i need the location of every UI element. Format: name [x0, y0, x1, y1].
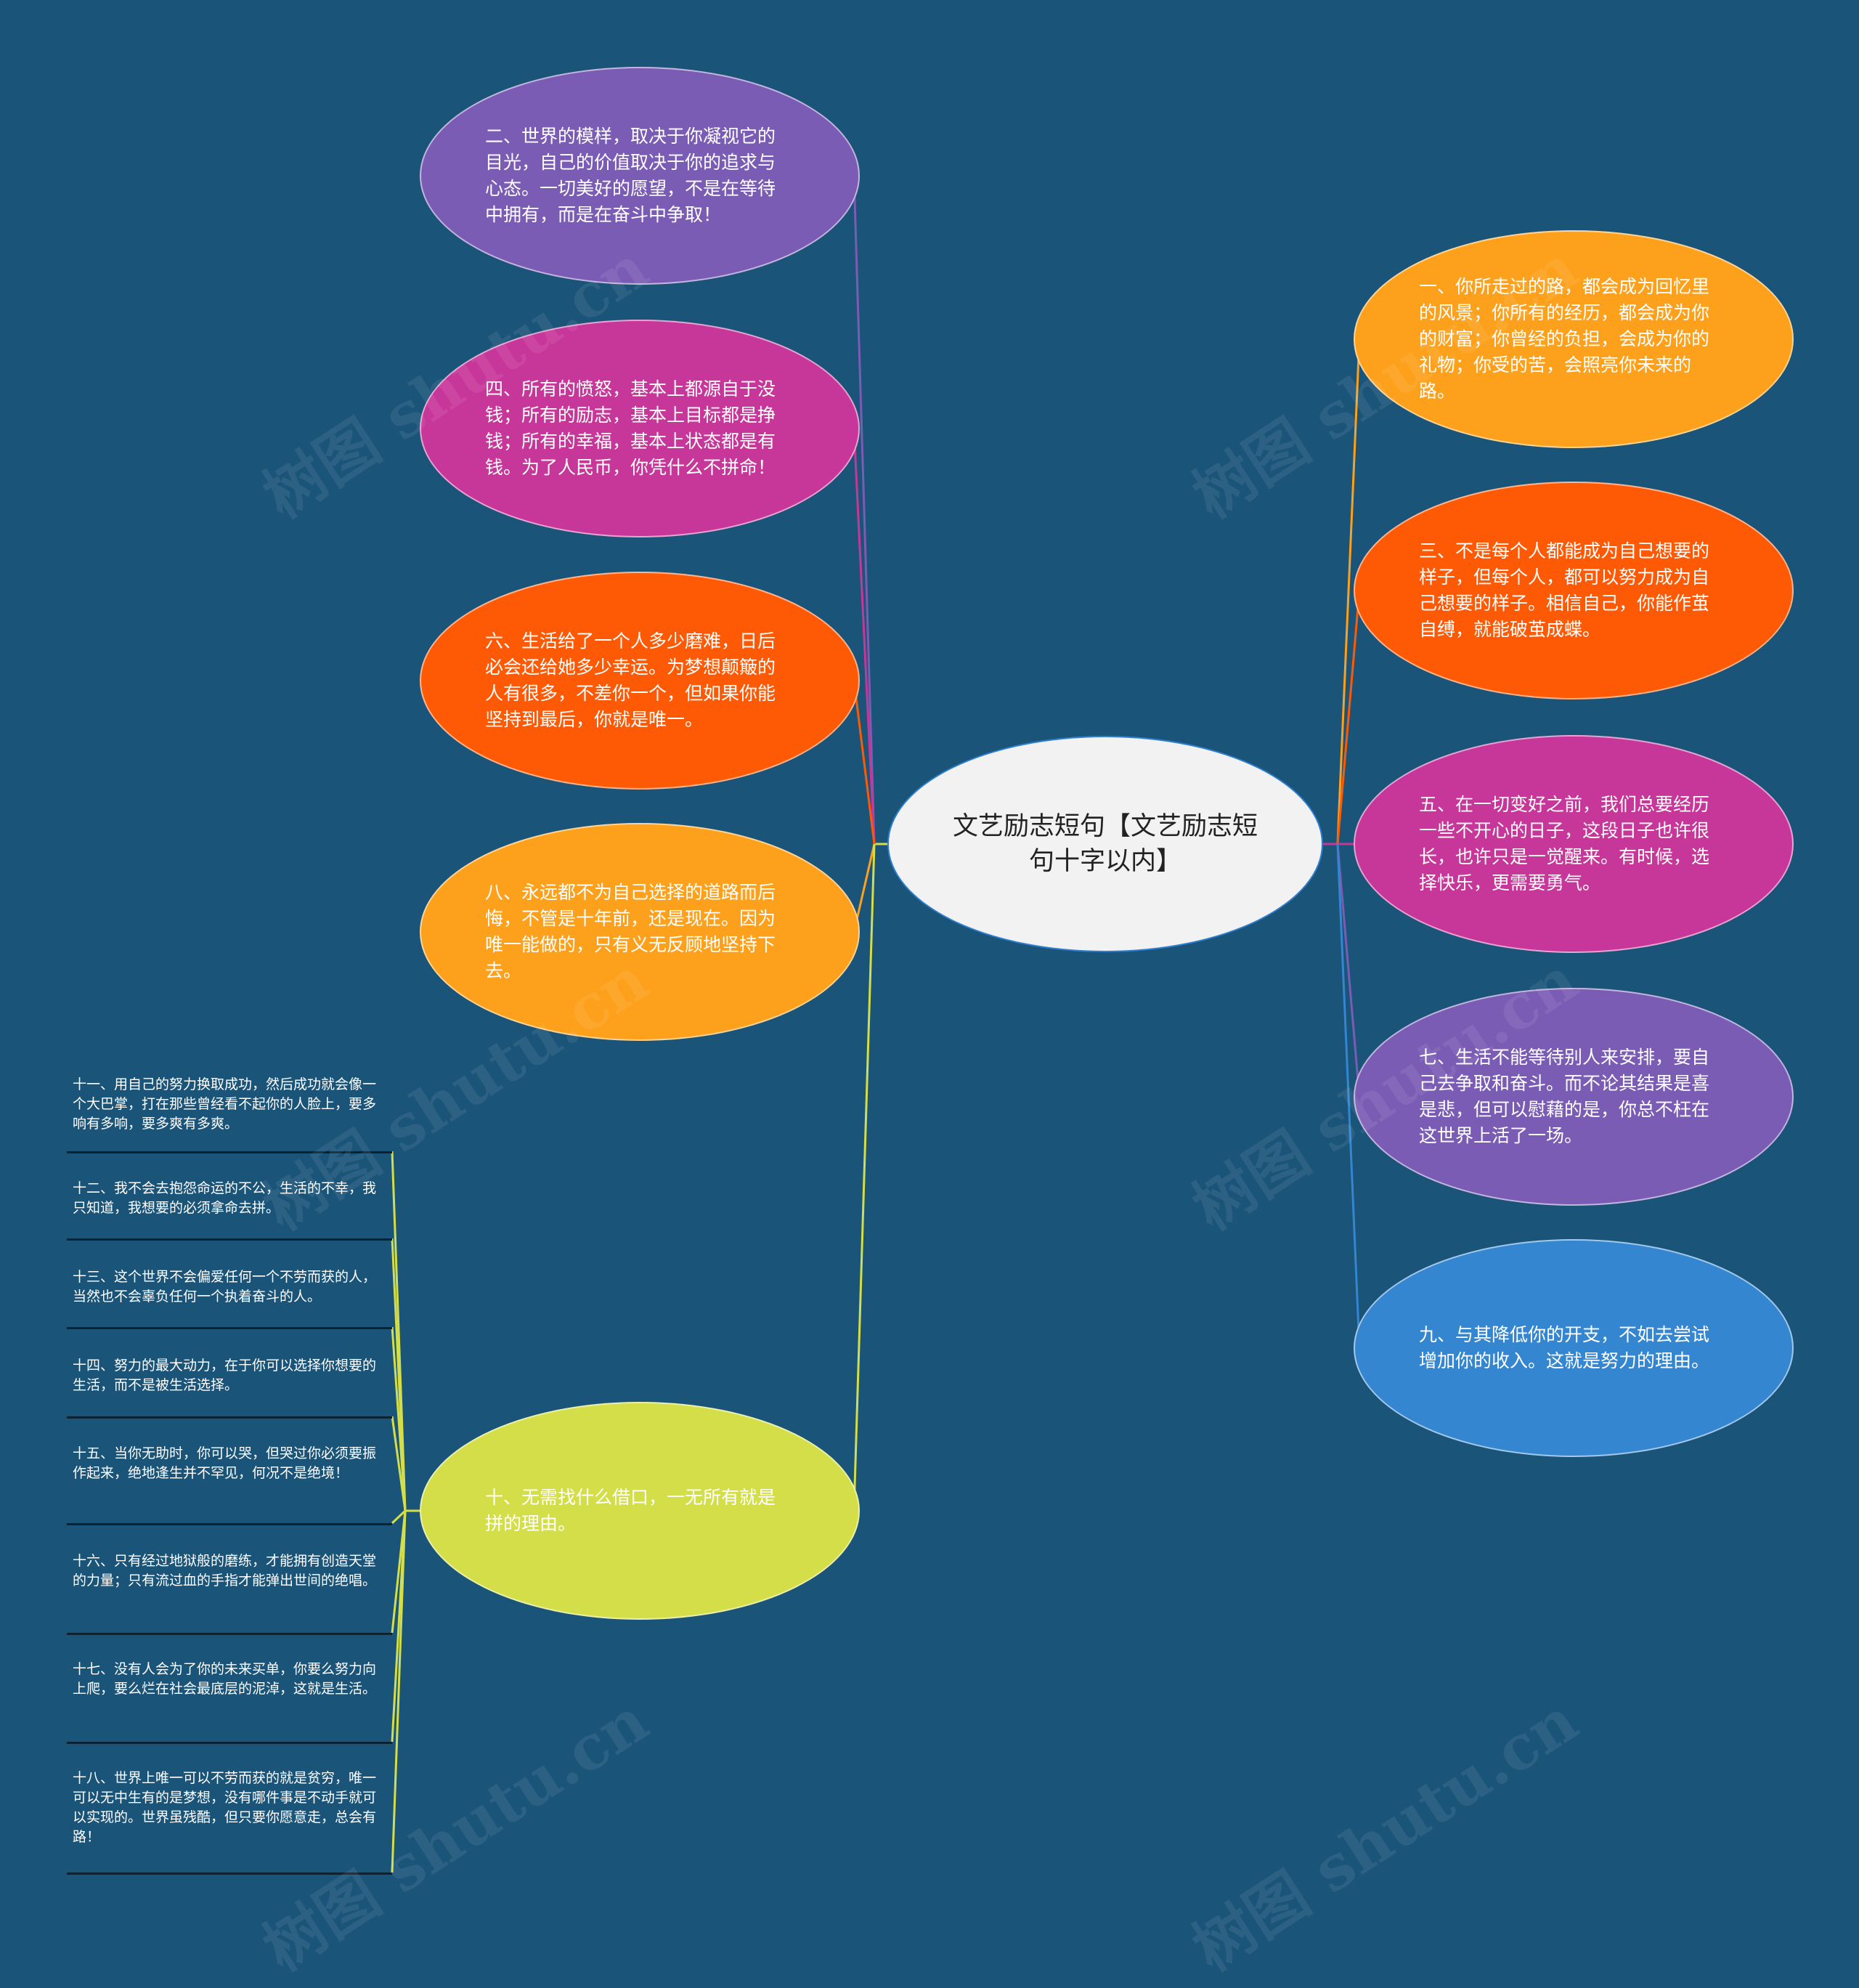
right-branch-text: 九、与其降低你的开支，不如去尝试增加你的收入。这就是努力的理由。	[1419, 1325, 1710, 1371]
leaf-underline	[67, 1523, 392, 1525]
leaf-underline	[67, 1873, 392, 1875]
mindmap-canvas: 文艺励志短句【文艺励志短句十字以内】 二、世界的模样，取决于你凝视它的目光，自己…	[67, 67, 1794, 1985]
right-branch-text: 三、不是每个人都能成为自己想要的样子，但每个人，都可以努力成为自己想要的样子。相…	[1419, 541, 1710, 640]
connector-line	[1336, 843, 1361, 1098]
left-branch-text: 四、所有的愤怒，基本上都源自于没钱；所有的励志，基本上目标都是挣钱；所有的幸福，…	[485, 379, 776, 478]
connector-line	[853, 843, 876, 1512]
connector-line	[391, 1326, 407, 1512]
connector-line	[853, 428, 876, 845]
leaf-item[interactable]: 十三、这个世界不会偏爱任何一个不劳而获的人，当然也不会辜负任何一个执着奋斗的人。	[73, 1270, 377, 1305]
leaf-underline	[67, 1151, 392, 1153]
connector-line	[391, 1416, 407, 1512]
leaf-item[interactable]: 十四、努力的最大动力，在于你可以选择你想要的生活，而不是被生活选择。	[73, 1358, 377, 1393]
left-branch-node[interactable]: 六、生活给了一个人多少磨难，日后必会还给她多少幸运。为梦想颠簸的人有很多，不差你…	[420, 572, 860, 790]
leaf-underline	[67, 1633, 392, 1635]
connector-line	[1336, 590, 1361, 845]
right-branch-text: 七、生活不能等待别人来安排，要自己去争取和奋斗。而不论其结果是喜是悲，但可以慰藉…	[1419, 1047, 1710, 1146]
right-branch-node[interactable]: 九、与其降低你的开支，不如去尝试增加你的收入。这就是努力的理由。	[1354, 1239, 1794, 1457]
central-topic-label: 文艺励志短句【文艺励志短句十字以内】	[952, 812, 1258, 875]
right-branch-text: 五、在一切变好之前，我们总要经历一些不开心的日子，这段日子也许很长，也许只是一觉…	[1419, 795, 1710, 893]
leaf-underline	[67, 1742, 392, 1744]
leaf-item[interactable]: 十五、当你无助时，你可以哭，但哭过你必须要振作起来，绝地逢生并不罕见，何况不是绝…	[73, 1446, 377, 1481]
leaf-underline	[67, 1416, 392, 1419]
connector-line	[1336, 338, 1361, 845]
leaf-underline	[67, 1327, 392, 1329]
connector-lines	[391, 175, 1361, 1873]
left-branch-node[interactable]: 十、无需找什么借口，一无所有就是拼的理由。	[420, 1402, 860, 1620]
left-branch-text: 十、无需找什么借口，一无所有就是拼的理由。	[485, 1488, 776, 1534]
left-branch-text: 二、世界的模样，取决于你凝视它的目光，自己的价值取决于你的追求与心态。一切美好的…	[485, 126, 776, 225]
central-topic[interactable]: 文艺励志短句【文艺励志短句十字以内】	[887, 736, 1323, 952]
left-branch-node[interactable]: 二、世界的模样，取决于你凝视它的目光，自己的价值取决于你的追求与心态。一切美好的…	[420, 67, 860, 285]
leaf-item[interactable]: 十七、没有人会为了你的未来买单，你要么努力向上爬，要么烂在社会最底层的泥淖，这就…	[73, 1662, 377, 1697]
left-branch-text: 八、永远都不为自己选择的道路而后悔，不管是十年前，还是现在。因为唯一能做的，只有…	[485, 883, 776, 981]
connector-line	[391, 1510, 407, 1873]
right-branch-node[interactable]: 三、不是每个人都能成为自己想要的样子，但每个人，都可以努力成为自己想要的样子。相…	[1354, 482, 1794, 699]
connector-line	[853, 680, 876, 845]
leaf-item[interactable]: 十六、只有经过地狱般的磨练，才能拥有创造天堂的力量；只有流过血的手指才能弹出世间…	[73, 1554, 377, 1589]
left-branch-node[interactable]: 四、所有的愤怒，基本上都源自于没钱；所有的励志，基本上目标都是挣钱；所有的幸福，…	[420, 320, 860, 537]
connector-line	[1336, 843, 1361, 1349]
left-branch-text: 六、生活给了一个人多少磨难，日后必会还给她多少幸运。为梦想颠簸的人有很多，不差你…	[485, 631, 776, 730]
right-branch-text: 一、你所走过的路，都会成为回忆里的风景；你所有的经历，都会成为你的财富；你曾经的…	[1419, 277, 1710, 402]
connector-line	[391, 1509, 407, 1525]
right-branch-node[interactable]: 七、生活不能等待别人来安排，要自己去争取和奋斗。而不论其结果是喜是悲，但可以慰藉…	[1354, 988, 1794, 1206]
left-branch-node[interactable]: 八、永远都不为自己选择的道路而后悔，不管是十年前，还是现在。因为唯一能做的，只有…	[420, 823, 860, 1041]
right-branch-node[interactable]: 五、在一切变好之前，我们总要经历一些不开心的日子，这段日子也许很长，也许只是一觉…	[1354, 735, 1794, 953]
leaf-item[interactable]: 十一、用自己的努力换取成功，然后成功就会像一个大巴掌，打在那些曾经看不起你的人脸…	[73, 1077, 377, 1132]
connector-line	[853, 175, 876, 845]
leaf-item[interactable]: 十二、我不会去抱怨命运的不公，生活的不幸，我只知道，我想要的必须拿命去拼。	[73, 1181, 377, 1216]
leaf-item[interactable]: 十八、世界上唯一可以不劳而获的就是贫穷，唯一可以无中生有的是梦想，没有哪件事是不…	[73, 1771, 377, 1845]
leaf-underline	[67, 1238, 392, 1241]
right-branch-node[interactable]: 一、你所走过的路，都会成为回忆里的风景；你所有的经历，都会成为你的财富；你曾经的…	[1354, 230, 1794, 448]
